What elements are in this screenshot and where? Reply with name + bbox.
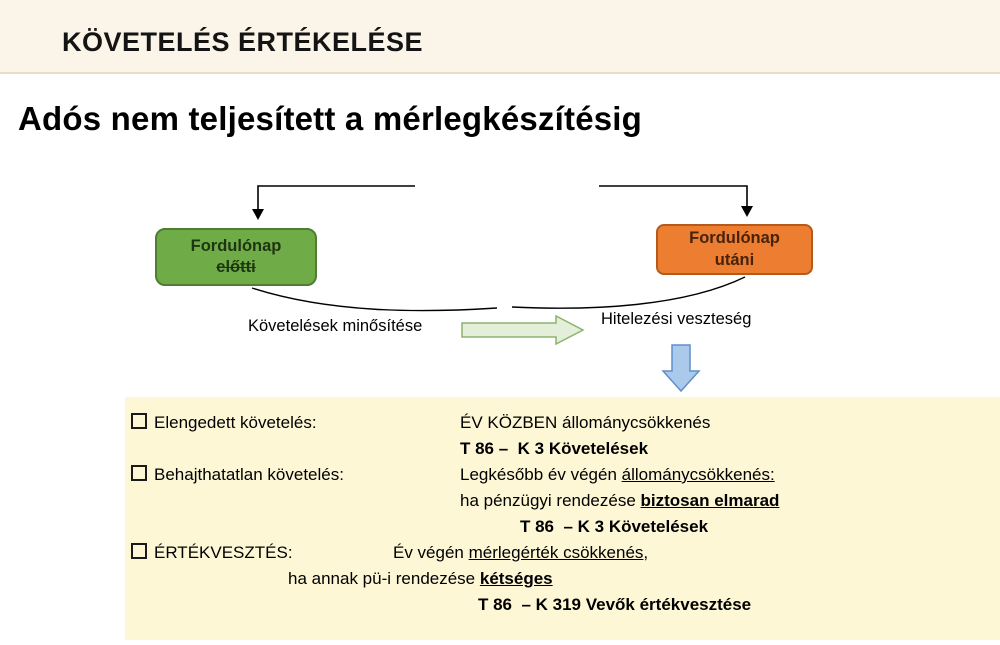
label-kovetelesek-minositese: Követelések minősítése <box>248 317 423 335</box>
item1-line2-posting: T 86 – K 3 Követelések <box>460 439 649 458</box>
bracket-left-arrowhead-icon <box>252 209 264 220</box>
connector-right-curve <box>511 276 746 309</box>
item2-line1-underlined: állománycsökkenés: <box>621 465 775 484</box>
item3-line2: ha annak pü-i rendezése kétséges <box>288 568 553 590</box>
item3-line2-emphasis: kétséges <box>479 569 553 588</box>
item2-label: Behajthatatlan követelés: <box>154 465 344 484</box>
header-band: KÖVETELÉS ÉRTÉKELÉSE <box>0 0 1000 74</box>
subtitle: Adós nem teljesített a mérlegkészítésig <box>18 100 643 137</box>
checkbox-bullet-icon <box>131 543 147 559</box>
fordulonap-elotti-line1: Fordulónap <box>190 236 282 255</box>
item3-line1-plain: Év végén <box>393 543 469 562</box>
item2-line2: ha pénzügyi rendezése biztosan elmarad <box>460 490 779 512</box>
item3-label-row: ÉRTÉKVESZTÉS: <box>131 542 293 564</box>
item1-label: Elengedett követelés: <box>154 413 317 432</box>
checkbox-bullet-icon <box>131 465 147 481</box>
item3-line1-comma: , <box>643 543 649 562</box>
connector-left-curve <box>251 287 498 312</box>
slide-title: KÖVETELÉS ÉRTÉKELÉSE <box>62 27 424 57</box>
bracket-right-line <box>599 185 748 207</box>
item3-line1: Év végén mérlegérték csökkenés, <box>393 542 648 564</box>
fordulonap-elotti-line2: előtti <box>216 258 256 276</box>
fordulonap-elotti-box: Fordulónap előtti <box>155 228 317 286</box>
item1-line1: ÉV KÖZBEN állománycsökkenés <box>460 413 711 432</box>
item2-line2-plain: ha pénzügyi rendezése <box>460 491 641 510</box>
item2-line1-plain: Legkésőbb év végén <box>460 465 622 484</box>
notes-panel: Elengedett követelés: ÉV KÖZBEN állomány… <box>125 397 1000 640</box>
item1-label-row: Elengedett követelés: <box>131 412 317 434</box>
bracket-left-line <box>257 185 415 210</box>
item3-label: ÉRTÉKVESZTÉS: <box>154 543 293 562</box>
item3-line1-underlined: mérlegérték csökkenés <box>468 543 644 562</box>
item2-label-row: Behajthatatlan követelés: <box>131 464 344 486</box>
label-hitelezesi-veszteseg: Hitelezési veszteség <box>601 310 752 328</box>
fordulonap-utani-line1: Fordulónap <box>689 229 780 248</box>
item2-line2-emphasis: biztosan elmarad <box>640 491 780 510</box>
fordulonap-utani-box: Fordulónap utáni <box>656 224 813 275</box>
item2-line1: Legkésőbb év végén állománycsökkenés: <box>460 464 775 486</box>
item3-line2-plain: ha annak pü-i rendezése <box>288 569 480 588</box>
bracket-right-arrowhead-icon <box>741 206 753 217</box>
right-block-arrow-icon <box>461 314 585 346</box>
fordulonap-utani-line2: utáni <box>714 250 755 269</box>
item2-line3-posting: T 86 – K 3 Követelések <box>520 517 709 536</box>
item3-line3-posting: T 86 – K 319 Vevők értékvesztése <box>478 595 752 614</box>
checkbox-bullet-icon <box>131 413 147 429</box>
down-arrow-icon <box>661 344 701 393</box>
